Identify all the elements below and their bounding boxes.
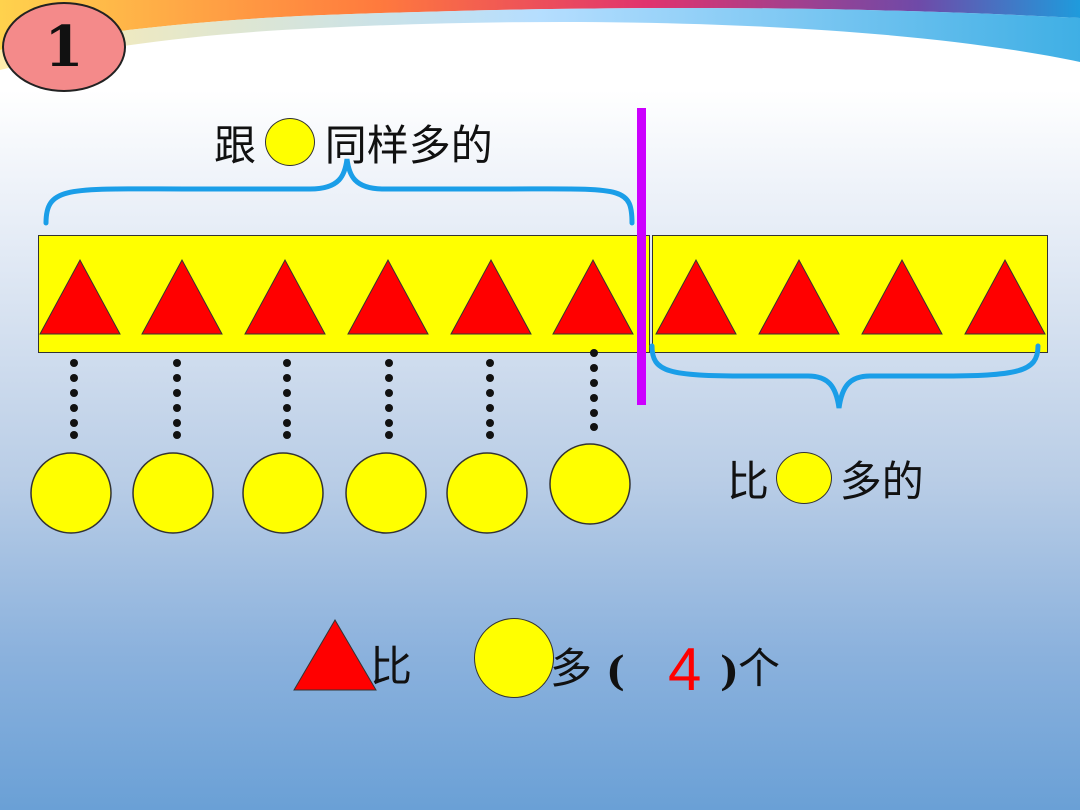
header-wave-decoration bbox=[0, 0, 1080, 70]
circle-icon bbox=[776, 452, 833, 504]
answer-value: 4 bbox=[668, 636, 702, 703]
circle-icon bbox=[345, 452, 427, 534]
triangle-icon bbox=[861, 258, 943, 335]
triangle-icon bbox=[450, 258, 532, 335]
triangle-icon bbox=[552, 258, 634, 335]
circle-icon bbox=[30, 452, 112, 534]
circle-icon bbox=[474, 618, 554, 698]
circle-row bbox=[30, 443, 631, 534]
triangle-icon bbox=[655, 258, 737, 335]
triangle-icon bbox=[964, 258, 1046, 335]
top-label: 跟 同样多的 bbox=[214, 118, 493, 167]
open-paren: ( bbox=[606, 648, 625, 695]
right-label-prefix: 比 bbox=[727, 457, 770, 506]
triangle-icon bbox=[39, 258, 121, 335]
slide-number: 1 bbox=[44, 14, 84, 80]
top-brace bbox=[43, 158, 635, 226]
divider-line bbox=[637, 108, 646, 405]
right-label: 比 多的 bbox=[727, 452, 924, 504]
slide-number-badge: 1 bbox=[2, 2, 126, 92]
circle-icon bbox=[132, 452, 214, 534]
right-brace bbox=[649, 343, 1041, 409]
bottom-compare-word: 比 bbox=[370, 642, 413, 691]
dotted-connector bbox=[385, 359, 393, 439]
triangle-icon bbox=[758, 258, 840, 335]
triangle-icon bbox=[141, 258, 223, 335]
triangle-icon bbox=[347, 258, 429, 335]
dotted-connector bbox=[590, 349, 598, 431]
close-paren: ) bbox=[720, 648, 739, 695]
circle-icon bbox=[446, 452, 528, 534]
triangle-icon bbox=[244, 258, 326, 335]
dotted-connector bbox=[486, 359, 494, 439]
dotted-connector bbox=[283, 359, 291, 439]
circle-icon bbox=[242, 452, 324, 534]
dotted-connectors bbox=[70, 349, 598, 439]
dotted-connector bbox=[173, 359, 181, 439]
circle-icon bbox=[265, 118, 316, 166]
bottom-unit-word: 个 bbox=[738, 644, 781, 693]
triangle-row-left-background bbox=[38, 235, 650, 353]
top-label-suffix: 同样多的 bbox=[324, 121, 493, 170]
triangle-icon bbox=[293, 619, 377, 691]
right-label-suffix: 多的 bbox=[839, 457, 924, 506]
triangle-row bbox=[39, 258, 1046, 335]
dotted-connector bbox=[70, 359, 78, 439]
circle-icon bbox=[549, 443, 631, 525]
top-label-prefix: 跟 bbox=[214, 121, 257, 170]
bottom-more-word: 多 bbox=[550, 644, 593, 693]
